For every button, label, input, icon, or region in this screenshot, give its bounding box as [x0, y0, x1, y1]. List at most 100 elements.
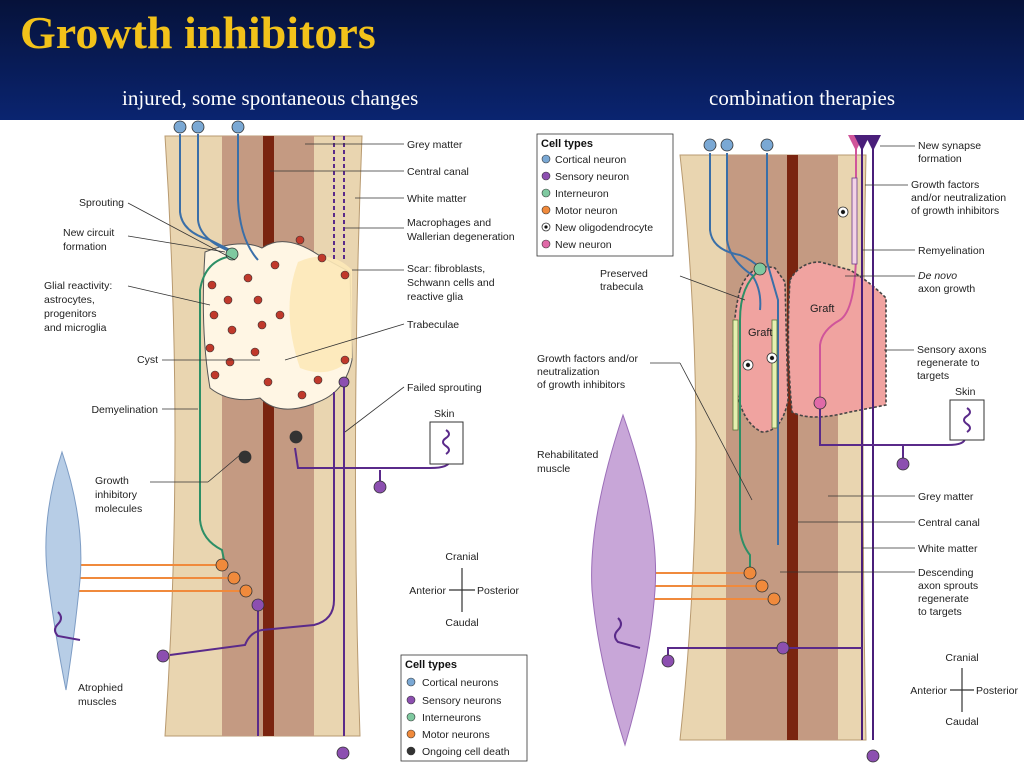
left-skin-box — [429, 421, 464, 465]
label-sprouting: Sprouting — [79, 197, 124, 209]
left-legend-item-3: Motor neurons — [422, 729, 490, 741]
compass-left-top: Cranial — [445, 551, 478, 563]
left-scar — [289, 256, 352, 373]
right-graft-right — [787, 261, 887, 418]
right-muscle-nerve — [614, 617, 641, 649]
label-skin-right: Skin — [955, 386, 976, 398]
left-legend-item-1: Sensory neurons — [422, 695, 501, 707]
label-grey-matter: Grey matter — [407, 139, 463, 151]
label-gf-left-2: neutralization — [537, 366, 600, 378]
compass-left-bottom: Caudal — [445, 617, 478, 629]
label-glial-2: astrocytes, — [44, 294, 95, 306]
label-central-canal: Central canal — [407, 166, 469, 178]
label-new-synapse-2: formation — [918, 153, 962, 165]
left-legend-item-0: Cortical neurons — [422, 677, 498, 689]
right-cord — [679, 154, 887, 741]
label-trabeculae: Trabeculae — [407, 319, 459, 331]
label-new-circuit-2: formation — [63, 241, 107, 253]
right-legend-item-0: Cortical neuron — [555, 154, 626, 166]
label-demyelination: Demyelination — [91, 404, 158, 416]
right-legend: Cell types Cortical neuron Sensory neuro… — [536, 133, 674, 257]
label-central-canal-right: Central canal — [918, 517, 980, 529]
label-desc-3: regenerate — [918, 593, 969, 605]
right-legend-title: Cell types — [541, 138, 593, 150]
left-compass: Cranial Anterior Posterior Caudal — [409, 551, 519, 629]
left-cord — [164, 135, 363, 737]
label-macrophages-1: Macrophages and — [407, 217, 491, 229]
label-new-synapse-1: New synapse — [918, 140, 981, 152]
label-gf-2: and/or neutralization — [911, 192, 1006, 204]
label-grey-matter-right: Grey matter — [918, 491, 974, 503]
label-white-matter-right: White matter — [918, 543, 978, 555]
right-skin-box — [949, 399, 985, 441]
label-desc-4: to targets — [918, 606, 962, 618]
left-legend-item-4: Ongoing cell death — [422, 746, 510, 758]
label-sensory-regen-1: Sensory axons — [917, 344, 986, 356]
label-preserved-1: Preserved — [600, 268, 648, 280]
label-growth-inh-1: Growth — [95, 475, 129, 487]
label-gf-3: of growth inhibitors — [911, 205, 999, 217]
label-atrophied-1: Atrophied — [78, 682, 123, 694]
slide-title: Growth inhibitors — [20, 7, 376, 58]
label-macrophages-2: Wallerian degeneration — [407, 231, 515, 243]
left-leaders — [127, 143, 405, 483]
left-atrophied-muscle — [45, 450, 82, 691]
right-rehabilitated-muscle — [591, 413, 657, 747]
right-legend-item-3: Motor neuron — [555, 205, 618, 217]
right-central-canal — [787, 155, 798, 740]
left-skin-nerve — [442, 429, 450, 455]
label-glial-3: progenitors — [44, 308, 97, 320]
label-desc-2: axon sprouts — [918, 580, 978, 592]
right-legend-item-4: New oligodendrocyte — [555, 222, 653, 234]
label-de-novo-1: De novo — [918, 270, 957, 282]
label-rehab-1: Rehabilitated — [537, 449, 598, 461]
right-skin-nerve — [963, 407, 971, 433]
right-neurons — [661, 138, 910, 763]
right-leaders — [650, 145, 915, 573]
label-glial-1: Glial reactivity: — [44, 280, 112, 292]
graft-label-right: Graft — [810, 303, 834, 315]
label-scar-1: Scar: fibroblasts, — [407, 263, 485, 275]
label-scar-2: Schwann cells and — [407, 277, 495, 289]
compass-left-right: Posterior — [477, 585, 520, 597]
label-gf-left-1: Growth factors and/or — [537, 353, 638, 365]
label-rehab-2: muscle — [537, 463, 570, 475]
label-scar-3: reactive glia — [407, 291, 463, 303]
label-growth-inh-3: molecules — [95, 503, 142, 515]
compass-right-left: Anterior — [910, 685, 947, 697]
right-myelin-bars — [732, 177, 858, 431]
compass-right-right: Posterior — [976, 685, 1019, 697]
label-skin-left: Skin — [434, 408, 455, 420]
left-central-canal — [263, 136, 274, 736]
right-compass: Cranial Anterior Posterior Caudal — [910, 652, 1018, 728]
label-gf-1: Growth factors — [911, 179, 979, 191]
label-failed-sprouting: Failed sprouting — [407, 382, 482, 394]
label-cyst: Cyst — [137, 354, 158, 366]
label-desc-1: Descending — [918, 567, 974, 579]
left-muscle-nerve — [54, 611, 81, 641]
left-neurons — [156, 120, 387, 760]
right-graft-left — [732, 266, 789, 433]
label-atrophied-2: muscles — [78, 696, 117, 708]
compass-left-left: Anterior — [409, 585, 446, 597]
label-remyelination: Remyelination — [918, 245, 985, 257]
graft-label-left: Graft — [748, 327, 772, 339]
subtitle-right: combination therapies — [709, 86, 896, 110]
label-glial-4: and microglia — [44, 322, 107, 334]
label-sensory-regen-3: targets — [917, 370, 949, 382]
right-legend-item-1: Sensory neuron — [555, 171, 629, 183]
label-gf-left-3: of growth inhibitors — [537, 379, 625, 391]
left-legend-title: Cell types — [405, 659, 457, 671]
compass-right-top: Cranial — [945, 652, 978, 664]
left-axons — [60, 134, 451, 736]
left-legend: Cell types Cortical neurons Sensory neur… — [400, 654, 528, 762]
compass-right-bottom: Caudal — [945, 716, 978, 728]
label-growth-inh-2: inhibitory — [95, 489, 138, 501]
label-sensory-regen-2: regenerate to — [917, 357, 980, 369]
title-banner — [0, 0, 1024, 120]
label-preserved-2: trabecula — [600, 281, 643, 293]
label-new-circuit-1: New circuit — [63, 227, 114, 239]
right-legend-item-2: Interneuron — [555, 188, 609, 200]
subtitle-left: injured, some spontaneous changes — [122, 86, 419, 110]
